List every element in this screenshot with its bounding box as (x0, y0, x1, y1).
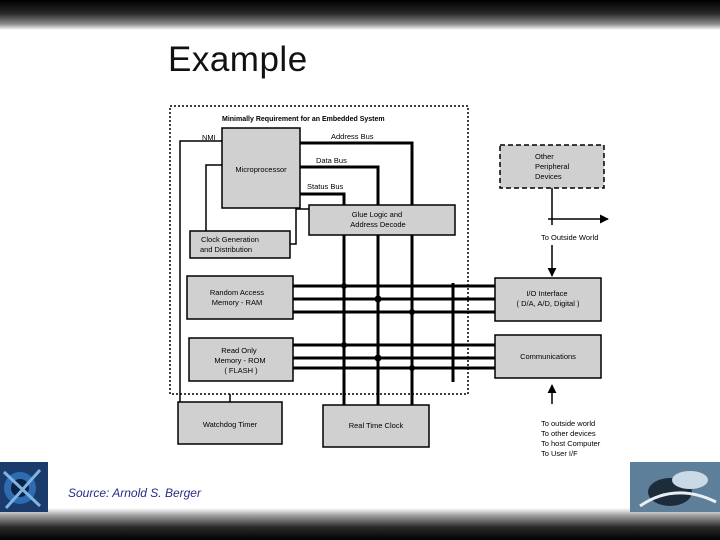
rom-line3: ( FLASH ) (224, 366, 258, 375)
microprocessor-box (221, 127, 301, 209)
clock-gen-line1: Clock Generation (201, 235, 259, 244)
watchdog-box (177, 401, 283, 445)
io-interface-box (494, 277, 602, 322)
outside-list-4: To User I/F (541, 449, 578, 458)
rom-box (188, 337, 294, 382)
svg-text:Glue Logic and Address D: Glue Logic and Address Decode (350, 210, 405, 229)
top-gradient-band (0, 0, 720, 30)
communications-label: Communications (520, 352, 576, 361)
rom-line2: Memory - ROM (214, 356, 265, 365)
ram-line2: Memory - RAM (212, 298, 262, 307)
bus-junctions (341, 283, 415, 371)
other-peripherals-line1: Other (535, 152, 554, 161)
ram-line1: Random Access (210, 288, 264, 297)
bus-lines (293, 141, 495, 405)
outside-list-3: To host Computer (541, 439, 601, 448)
svg-text:I/O Interface ( D/A, A/D: I/O Interface ( D/A, A/D, Digital ) (517, 289, 580, 308)
watchdog-label: Watchdog Timer (203, 420, 258, 429)
io-interface-line2: ( D/A, A/D, Digital ) (517, 299, 580, 308)
status-bus-label: Status Bus (307, 182, 344, 191)
outside-list-1: To outside world (541, 419, 595, 428)
other-peripherals-box (499, 144, 605, 189)
data-bus-label: Data Bus (316, 156, 347, 165)
outside-world-label: To Outside World (541, 233, 598, 242)
rom-line1: Read Only (221, 346, 257, 355)
svg-text:Read Only Memory - ROM: Read Only Memory - ROM ( FLASH ) (214, 346, 267, 375)
blocks (177, 127, 602, 448)
clock-gen-box (189, 230, 291, 259)
svg-text:Clock Generation and Dis: Clock Generation and Distribution (200, 235, 261, 254)
glue-logic-box (308, 204, 456, 236)
microprocessor-label: Microprocessor (235, 165, 287, 174)
other-peripherals-line2: Peripheral (535, 162, 570, 171)
decorative-emblem-right (630, 462, 720, 512)
nmi-label: NMI (202, 133, 216, 142)
rtc-label: Real Time Clock (349, 421, 404, 430)
svg-text:Other Peripheral D: Other Peripheral Devices (535, 152, 571, 181)
address-bus-label: Address Bus (331, 132, 374, 141)
communications-box (494, 334, 602, 379)
clock-gen-line2: and Distribution (200, 245, 252, 254)
source-credit: Source: Arnold S. Berger (68, 486, 201, 500)
svg-text:To outside world To othe: To outside world To other devices To hos… (541, 419, 602, 458)
system-boundary (169, 105, 469, 395)
ram-box (186, 275, 294, 320)
glue-logic-line2: Address Decode (350, 220, 405, 229)
system-boundary-label: Minimally Requirement for an Embedded Sy… (222, 116, 385, 123)
decorative-emblem-left (0, 462, 48, 512)
outside-list-2: To other devices (541, 429, 596, 438)
arrows (547, 214, 609, 404)
svg-text:Random Access Memory - R: Random Access Memory - RAM (210, 288, 266, 307)
glue-logic-line1: Glue Logic and (352, 210, 402, 219)
other-peripherals-line3: Devices (535, 172, 562, 181)
io-interface-line1: I/O Interface (526, 289, 567, 298)
bottom-gradient-band (0, 508, 720, 540)
slide-title: Example (168, 40, 308, 79)
rtc-box (322, 404, 430, 448)
